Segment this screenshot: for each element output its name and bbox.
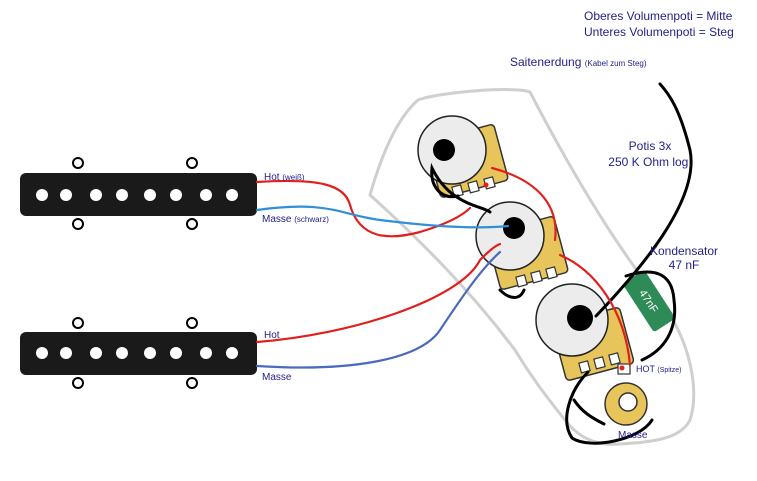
bridge-pickup [20, 317, 257, 389]
ground-wire-jack [565, 370, 654, 445]
pots-label-line-1: Potis 3x [629, 139, 672, 153]
bridge-hot-label: Hot [264, 330, 280, 341]
ground-wire-cap-loop [624, 270, 677, 362]
capacitor-label-line-2: 47 nF [669, 258, 700, 272]
hot-wire-pot-link [490, 166, 557, 242]
ground-wires [430, 82, 693, 445]
pot-middle [475, 201, 569, 290]
jack-ground-label: Masse [618, 430, 648, 441]
output-jack [604, 363, 648, 426]
ground-wire-pot1-pot2 [430, 162, 492, 214]
string-ground-wire [594, 82, 693, 318]
jack-hot-label: HOT (Spitze) [636, 364, 681, 374]
neck-pickup [20, 157, 257, 230]
capacitor-label-line-1: Kondensator [650, 244, 718, 258]
ground-wire-pot2-pot3 [498, 288, 526, 299]
hot-wires [255, 166, 632, 367]
legend-line-2: Unteres Volumenpoti = Steg [584, 25, 734, 39]
hot-wire-neck [255, 179, 472, 238]
neck-ground-label: Masse (schwarz) [262, 214, 329, 225]
pots-label-line-2: 250 K Ohm log. [608, 155, 691, 169]
neck-hot-label: Hot (weiß) [264, 172, 305, 183]
ground-wire-masse [572, 398, 606, 426]
string-ground-label: Saitenerdung (Kabel zum Steg) [510, 55, 647, 69]
legend-line-1: Oberes Volumenpoti = Mitte [584, 9, 733, 23]
ground-wire-neck [255, 205, 510, 229]
hot-wire-pot-to-jack [558, 253, 632, 367]
pot-bottom [535, 283, 635, 381]
hot-wire-bridge [255, 242, 502, 344]
bridge-ground-label: Masse [262, 372, 292, 383]
ground-wire-bridge [255, 250, 502, 369]
capacitor: 47nF [623, 270, 675, 332]
